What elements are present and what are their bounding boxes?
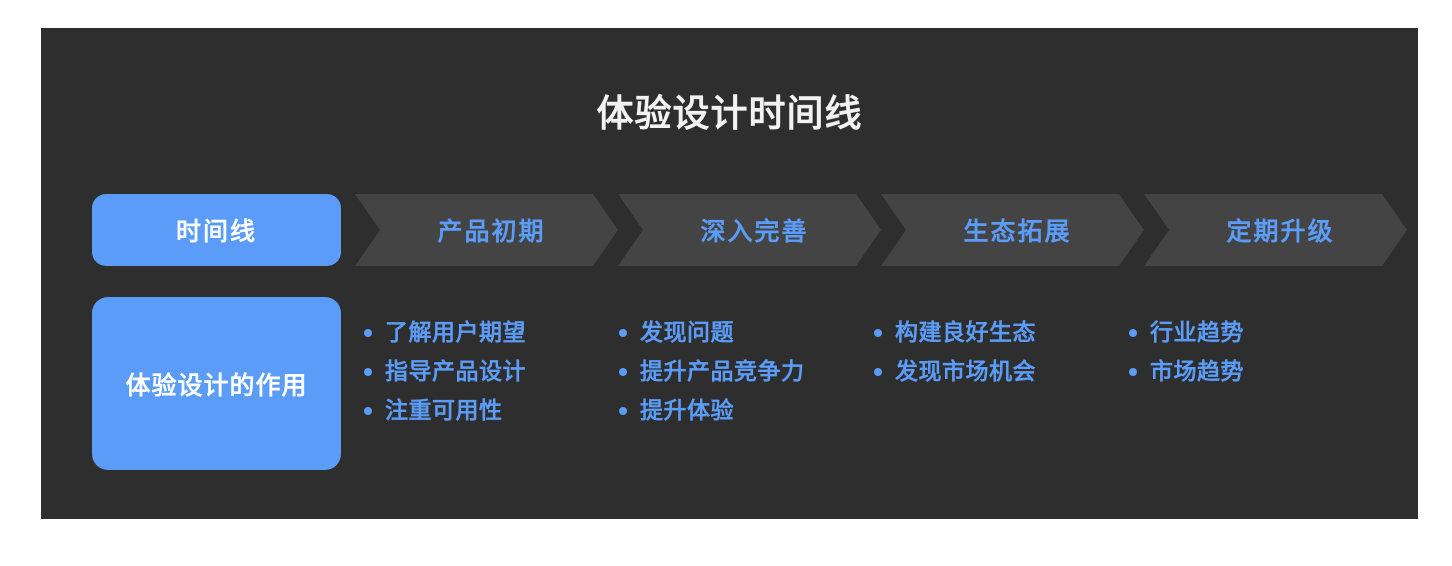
- list-item-label: 构建良好生态: [895, 319, 1036, 345]
- list-item: 提升体验: [619, 391, 869, 430]
- list-item-label: 指导产品设计: [385, 358, 526, 384]
- stage-chevron-4[interactable]: 定期升级: [1144, 194, 1407, 266]
- stage-row-header-label: 时间线: [175, 218, 257, 246]
- stage-row-header[interactable]: 时间线: [92, 194, 341, 266]
- content-row-header-label: 体验设计的作用: [125, 371, 308, 400]
- list-item: 发现市场机会: [874, 352, 1124, 391]
- bullet-dot-icon: [364, 368, 372, 376]
- stage-chevron-1-label: 产品初期: [437, 218, 546, 246]
- list-item: 构建良好生态: [874, 313, 1124, 352]
- list-item: 市场趋势: [1129, 352, 1379, 391]
- list-item: 了解用户期望: [364, 313, 614, 352]
- bullet-dot-icon: [619, 329, 627, 337]
- list-item-label: 发现市场机会: [895, 358, 1036, 384]
- slide-panel: 体验设计时间线 时间线 产品初期 深入完善 生态拓展 定期升级 体验设计的作用 …: [41, 28, 1418, 519]
- timeline-content-row: 体验设计的作用 了解用户期望 指导产品设计 注重可用性 发现问题: [92, 297, 1412, 470]
- list-item-label: 市场趋势: [1150, 358, 1244, 384]
- page-title: 体验设计时间线: [596, 93, 863, 134]
- bullet-column-3: 构建良好生态 发现市场机会: [874, 313, 1124, 391]
- bullet-dot-icon: [874, 329, 882, 337]
- list-item-label: 注重可用性: [385, 397, 503, 423]
- list-item: 提升产品竞争力: [619, 352, 869, 391]
- list-item-label: 提升产品竞争力: [640, 358, 805, 384]
- bullet-dot-icon: [1129, 329, 1137, 337]
- list-item: 注重可用性: [364, 391, 614, 430]
- stage-chevron-2-label: 深入完善: [700, 218, 809, 246]
- bullet-column-1: 了解用户期望 指导产品设计 注重可用性: [364, 313, 614, 430]
- stage-chevron-3[interactable]: 生态拓展: [881, 194, 1144, 266]
- bullet-dot-icon: [619, 368, 627, 376]
- content-row-header[interactable]: 体验设计的作用: [92, 297, 341, 470]
- list-item: 行业趋势: [1129, 313, 1379, 352]
- stage-chevron-2[interactable]: 深入完善: [618, 194, 881, 266]
- timeline-stage-row: 时间线 产品初期 深入完善 生态拓展 定期升级: [92, 194, 1412, 266]
- bullet-column-2: 发现问题 提升产品竞争力 提升体验: [619, 313, 869, 430]
- list-item: 指导产品设计: [364, 352, 614, 391]
- bullet-dot-icon: [364, 329, 372, 337]
- list-item-label: 提升体验: [640, 397, 734, 423]
- bullet-dot-icon: [874, 368, 882, 376]
- bullet-dot-icon: [1129, 368, 1137, 376]
- list-item-label: 发现问题: [640, 319, 734, 345]
- bullet-column-4: 行业趋势 市场趋势: [1129, 313, 1379, 391]
- bullet-dot-icon: [364, 407, 372, 415]
- bullet-dot-icon: [619, 407, 627, 415]
- stage-chevron-1[interactable]: 产品初期: [355, 194, 618, 266]
- list-item-label: 行业趋势: [1150, 319, 1244, 345]
- stage-chevron-3-label: 生态拓展: [963, 218, 1072, 246]
- list-item-label: 了解用户期望: [385, 319, 526, 345]
- list-item: 发现问题: [619, 313, 869, 352]
- stage-chevron-4-label: 定期升级: [1226, 218, 1335, 246]
